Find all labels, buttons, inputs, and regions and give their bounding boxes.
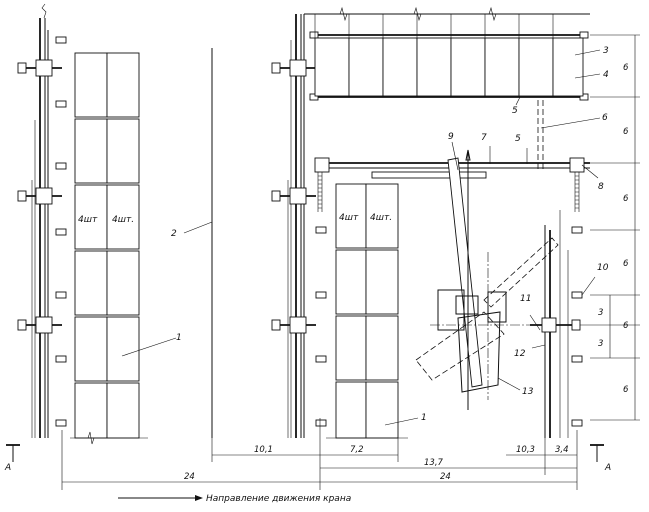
dim-7-2: 7,2 (350, 445, 364, 455)
left-clamp-1 (17, 59, 62, 77)
label-pos2: 2 (171, 229, 177, 239)
gear-rack-left (314, 157, 330, 212)
dim-v-6-d: 6 (623, 259, 629, 269)
dim-v-6-e: 6 (623, 321, 629, 331)
dim-v-3-b: 3 (598, 339, 603, 349)
dim-v-6-c: 6 (623, 194, 629, 204)
gear-rack-right (569, 157, 585, 212)
label-pos10: 10 (597, 263, 609, 273)
label-pos8: 8 (598, 182, 604, 192)
dim-24-right: 24 (440, 472, 451, 482)
label-stack-left-b: 4шт. (112, 215, 134, 225)
dim-10-3: 10,3 (516, 445, 535, 455)
crane-axis (183, 48, 213, 438)
right-rail-clamps (271, 59, 316, 334)
section-mark-left (6, 444, 20, 462)
left-clamp-3 (17, 316, 62, 334)
right-panel-stack (326, 183, 408, 439)
label-pos11: 11 (520, 294, 531, 304)
dim-v-3-a: 3 (598, 308, 603, 318)
label-pos1-left: 1 (176, 333, 182, 343)
label-pos13: 13 (522, 387, 534, 397)
dim-v-6-b: 6 (623, 127, 629, 137)
label-pos4: 4 (603, 70, 609, 80)
left-rail-clamps (17, 59, 62, 334)
label-pos3: 3 (603, 46, 609, 56)
caption-crane-direction: Направление движения крана (206, 494, 351, 504)
left-small-blocks (55, 36, 67, 427)
dim-24-left: 24 (184, 472, 195, 482)
label-pos9: 9 (448, 132, 454, 142)
right-small-blocks (315, 226, 583, 427)
horizontal-dimensions (61, 418, 578, 501)
section-mark-right-label: А (604, 463, 611, 473)
dim-10-1: 10,1 (254, 445, 273, 455)
label-pos7: 7 (481, 133, 487, 143)
label-pos5a: 5 (512, 106, 518, 116)
section-mark-right (590, 444, 604, 462)
label-pos6: 6 (602, 113, 608, 123)
label-pos5b: 5 (515, 134, 521, 144)
label-pos12: 12 (514, 349, 526, 359)
dim-v-6-f: 6 (623, 385, 629, 395)
dim-v-6-a: 6 (623, 63, 629, 73)
label-pos1-right: 1 (421, 413, 427, 423)
dim-13-7: 13,7 (424, 458, 444, 468)
right-crane-track (287, 14, 305, 438)
label-stack-right-b: 4шт. (370, 213, 392, 223)
section-mark-left-label: А (4, 463, 11, 473)
left-clamp-2 (17, 187, 62, 205)
left-crane-track (31, 3, 49, 438)
label-stack-left-a: 4шт (78, 215, 98, 225)
top-panel-rack (304, 6, 590, 101)
label-stack-right-a: 4шт (339, 213, 359, 223)
dim-3-4: 3,4 (555, 445, 569, 455)
right-rail (529, 210, 581, 438)
vertical-dimensions (580, 34, 640, 421)
slewing-panel-assembly (415, 141, 559, 410)
left-panel-stack (70, 52, 148, 445)
